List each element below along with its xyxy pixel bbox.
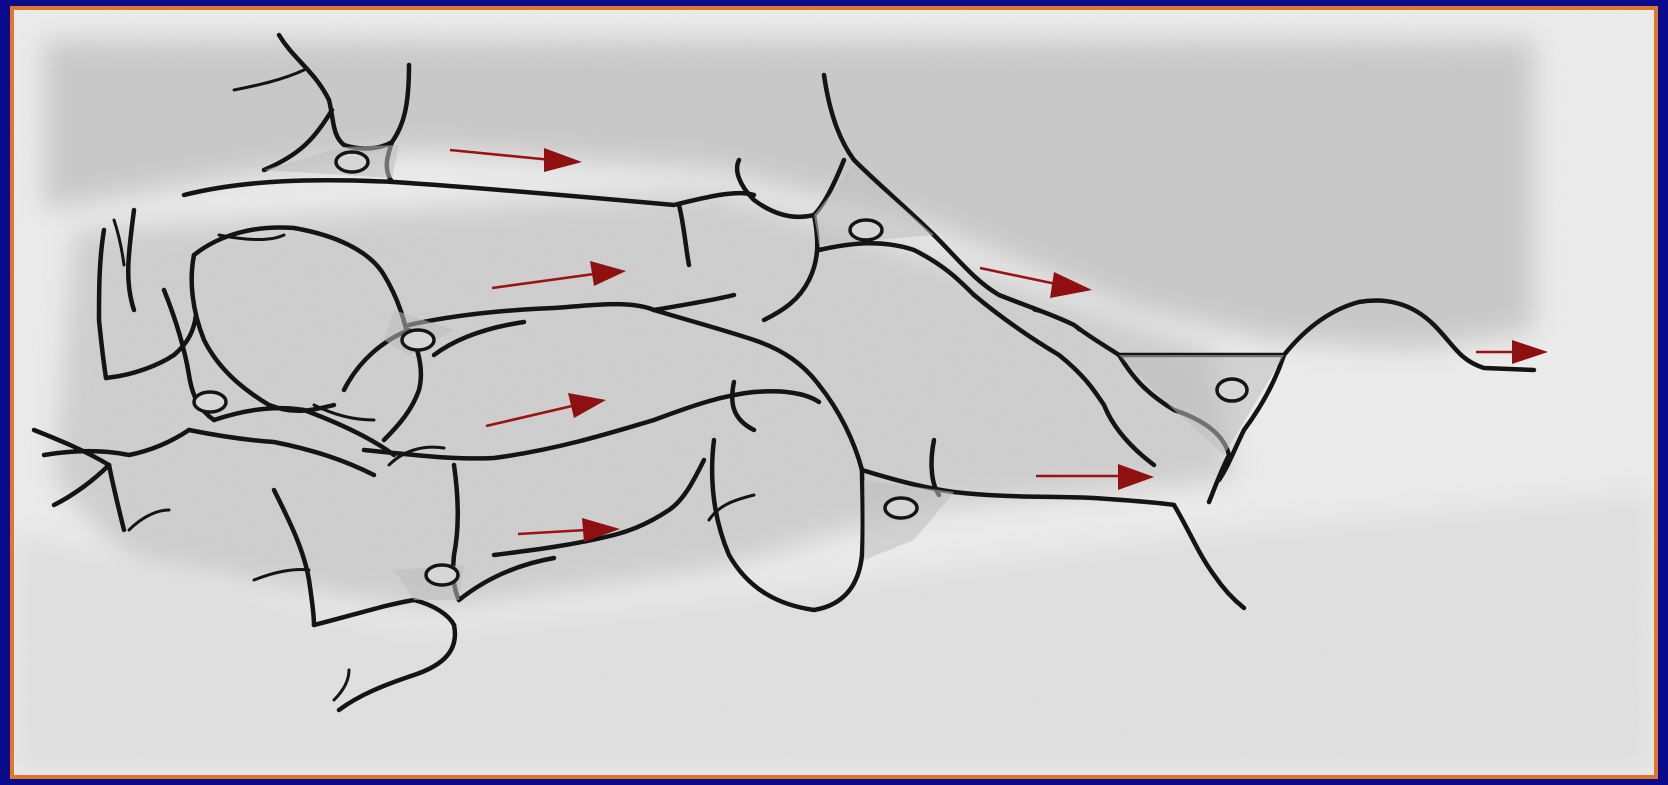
nucleus-7 [426, 565, 458, 585]
nucleus-2 [850, 220, 882, 240]
nucleus-4 [194, 392, 226, 412]
nucleus-6 [885, 498, 917, 518]
glial-cell-diagram [14, 10, 1654, 775]
nucleus-3 [402, 330, 434, 350]
nucleus-5 [1217, 379, 1247, 401]
nucleus-1 [336, 152, 368, 172]
figure-frame [10, 6, 1658, 779]
